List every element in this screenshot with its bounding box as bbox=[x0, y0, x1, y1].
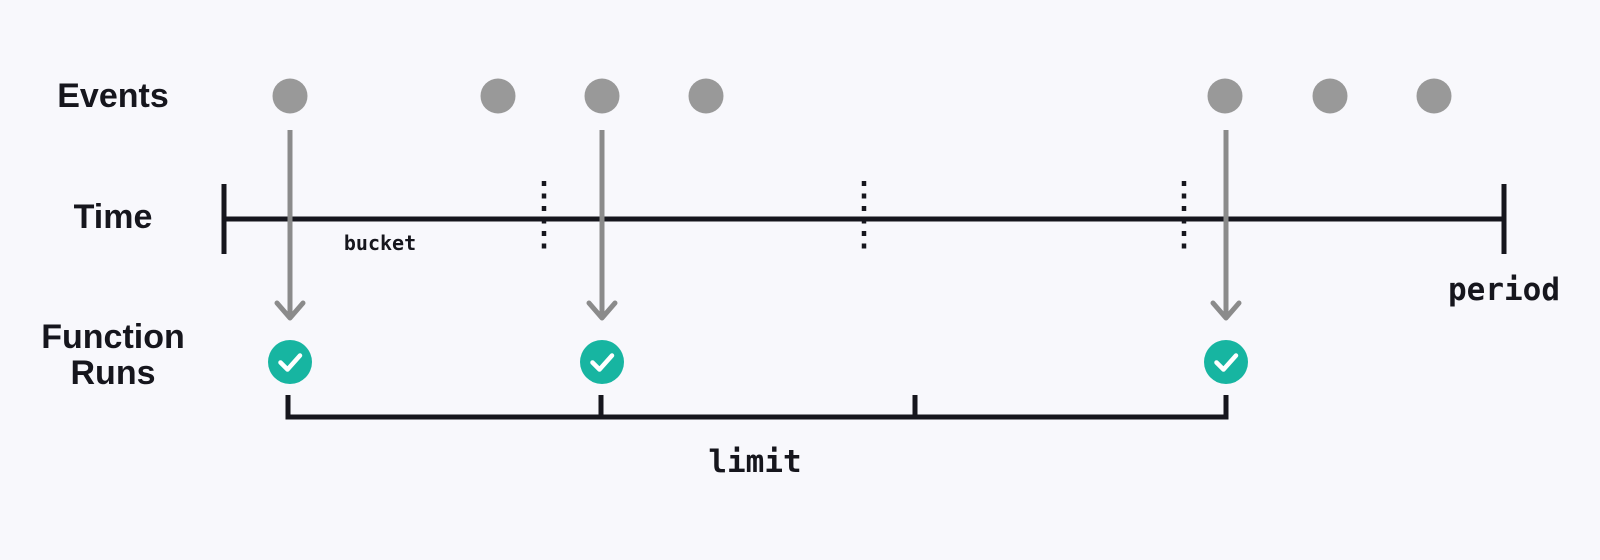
function-runs-row-label: Function Runs bbox=[41, 318, 185, 392]
check-icon bbox=[590, 353, 615, 372]
time-row-label: Time bbox=[73, 198, 153, 236]
bucket-label: bucket bbox=[343, 231, 417, 255]
check-icon bbox=[1214, 353, 1239, 372]
event-dot bbox=[1416, 78, 1452, 114]
event-dot bbox=[1312, 78, 1348, 114]
function-run-circle bbox=[268, 340, 312, 384]
event-arrow-head bbox=[1210, 300, 1242, 321]
event-arrow-head bbox=[586, 300, 618, 321]
function-run-circle bbox=[580, 340, 624, 384]
event-dot bbox=[688, 78, 724, 114]
event-dot bbox=[584, 78, 620, 114]
function-run-circle bbox=[1204, 340, 1248, 384]
limit-label: limit bbox=[708, 444, 802, 480]
check-icon bbox=[278, 353, 303, 372]
event-dot bbox=[480, 78, 516, 114]
events-row-label: Events bbox=[57, 77, 169, 115]
event-dot bbox=[272, 78, 308, 114]
event-dot bbox=[1207, 78, 1243, 114]
period-label: period bbox=[1448, 272, 1560, 308]
event-arrow-head bbox=[274, 300, 306, 321]
